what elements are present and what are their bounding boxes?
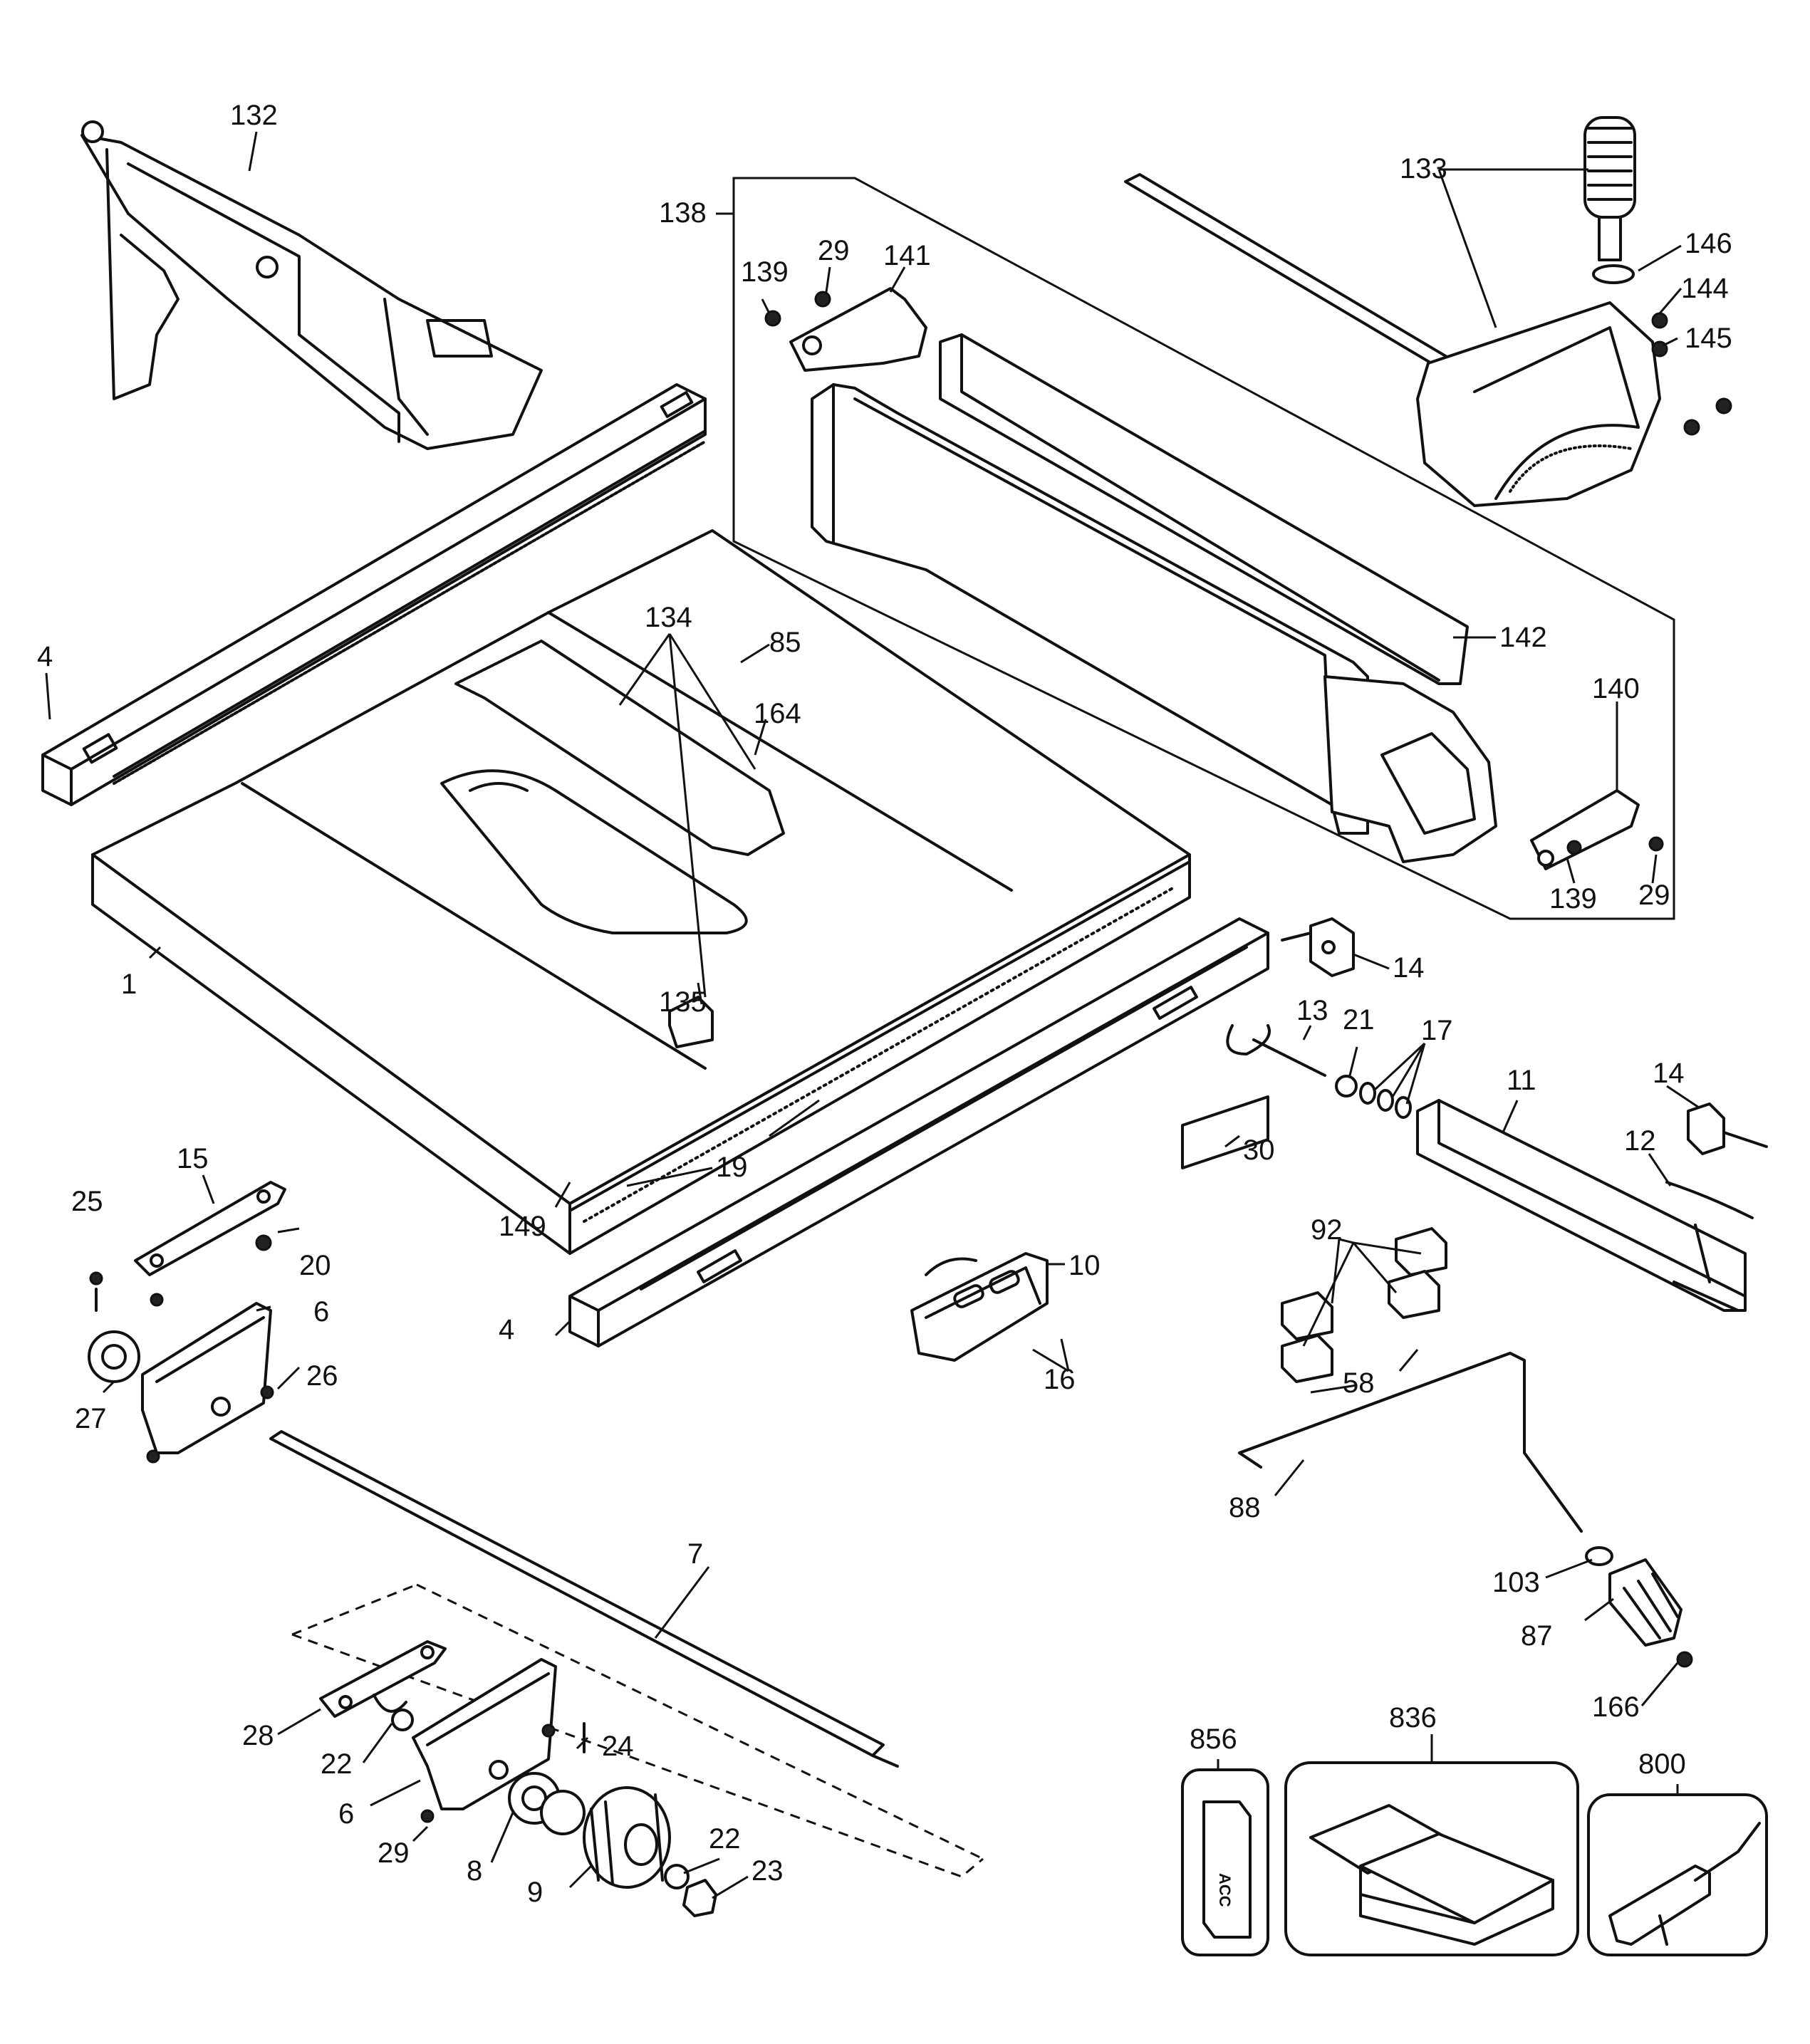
callout-140: 140 [1592,673,1640,704]
callout-133: 133 [1400,153,1447,184]
dashed-group [291,1583,984,1878]
callout-10: 10 [1068,1250,1101,1281]
callout-4: 4 [37,641,53,672]
accessory-836 [1284,1761,1579,1956]
callout-21: 21 [1343,1004,1375,1036]
callout-88: 88 [1229,1492,1261,1523]
callout-28: 28 [242,1720,274,1751]
callout-836: 836 [1389,1702,1437,1733]
callout-166: 166 [1592,1691,1640,1723]
callout-9: 9 [527,1877,543,1908]
clips-92 [1281,1227,1447,1383]
callout-29: 29 [378,1837,410,1869]
callout-139: 139 [1549,883,1597,914]
callout-19: 19 [716,1152,748,1183]
accessory-856: ACC [1181,1768,1269,1956]
table-top-1 [91,529,1191,1255]
callout-7: 7 [687,1538,703,1570]
callout-14: 14 [1393,952,1425,984]
callout-29: 29 [1638,880,1670,911]
callout-20: 20 [299,1250,331,1281]
rod-88 [1238,1352,1583,1533]
callout-27: 27 [75,1403,107,1434]
callout-11: 11 [1507,1065,1536,1096]
rail-4-upper [41,383,707,806]
switch-10 [910,1252,1049,1362]
callout-132: 132 [230,100,278,131]
callout-164: 164 [754,698,801,729]
callout-145: 145 [1685,323,1732,354]
acc-tag: ACC [1216,1873,1234,1907]
callout-800: 800 [1638,1748,1686,1780]
callout-30: 30 [1243,1135,1275,1166]
lock-hardware [1226,917,1412,1119]
callout-26: 26 [306,1360,338,1392]
callout-14: 14 [1653,1058,1685,1089]
callout-8: 8 [467,1855,482,1887]
rail-4-lower [568,917,1269,1347]
blade-guard-132 [80,120,543,450]
callout-87: 87 [1521,1620,1553,1652]
callout-13: 13 [1296,995,1328,1026]
callout-139: 139 [741,256,789,288]
callout-144: 144 [1681,273,1729,304]
label-30 [1181,1095,1269,1169]
callout-856: 856 [1190,1724,1237,1755]
left-bracket [88,1181,286,1464]
callout-149: 149 [499,1211,546,1242]
leader-lines [45,131,1700,1899]
callout-146: 146 [1685,228,1732,259]
callout-4: 4 [499,1314,514,1345]
miter-gauge-133 [1124,116,1732,507]
callout-142: 142 [1499,622,1547,653]
callout-6: 6 [338,1798,354,1830]
callout-22: 22 [709,1823,741,1855]
callout-15: 15 [177,1143,209,1174]
callout-103: 103 [1492,1567,1540,1598]
callout-22: 22 [321,1748,353,1780]
callout-labels: 132 138 139 29 141 133 146 144 145 134 8… [37,100,1732,1908]
callout-1: 1 [121,969,137,1000]
callout-92: 92 [1311,1214,1343,1246]
callout-138: 138 [659,197,707,229]
callout-6: 6 [313,1296,329,1328]
callout-17: 17 [1421,1015,1453,1046]
callout-24: 24 [602,1731,634,1762]
callout-12: 12 [1624,1125,1656,1157]
callout-135: 135 [659,986,707,1018]
callout-85: 85 [769,627,801,658]
accessory-800 [1587,1793,1768,1956]
knob-87 [1585,1546,1693,1668]
callout-29: 29 [818,235,850,266]
fence-box-138 [732,177,1675,920]
callout-134: 134 [645,602,692,633]
callout-23: 23 [751,1855,784,1887]
shaft-7 [269,1430,899,1768]
right-bracket-group [319,1640,717,1917]
callout-16: 16 [1044,1364,1076,1395]
callout-58: 58 [1343,1367,1375,1399]
callout-25: 25 [71,1186,103,1217]
callout-141: 141 [883,240,931,271]
bracket-11 [1416,1099,1768,1312]
